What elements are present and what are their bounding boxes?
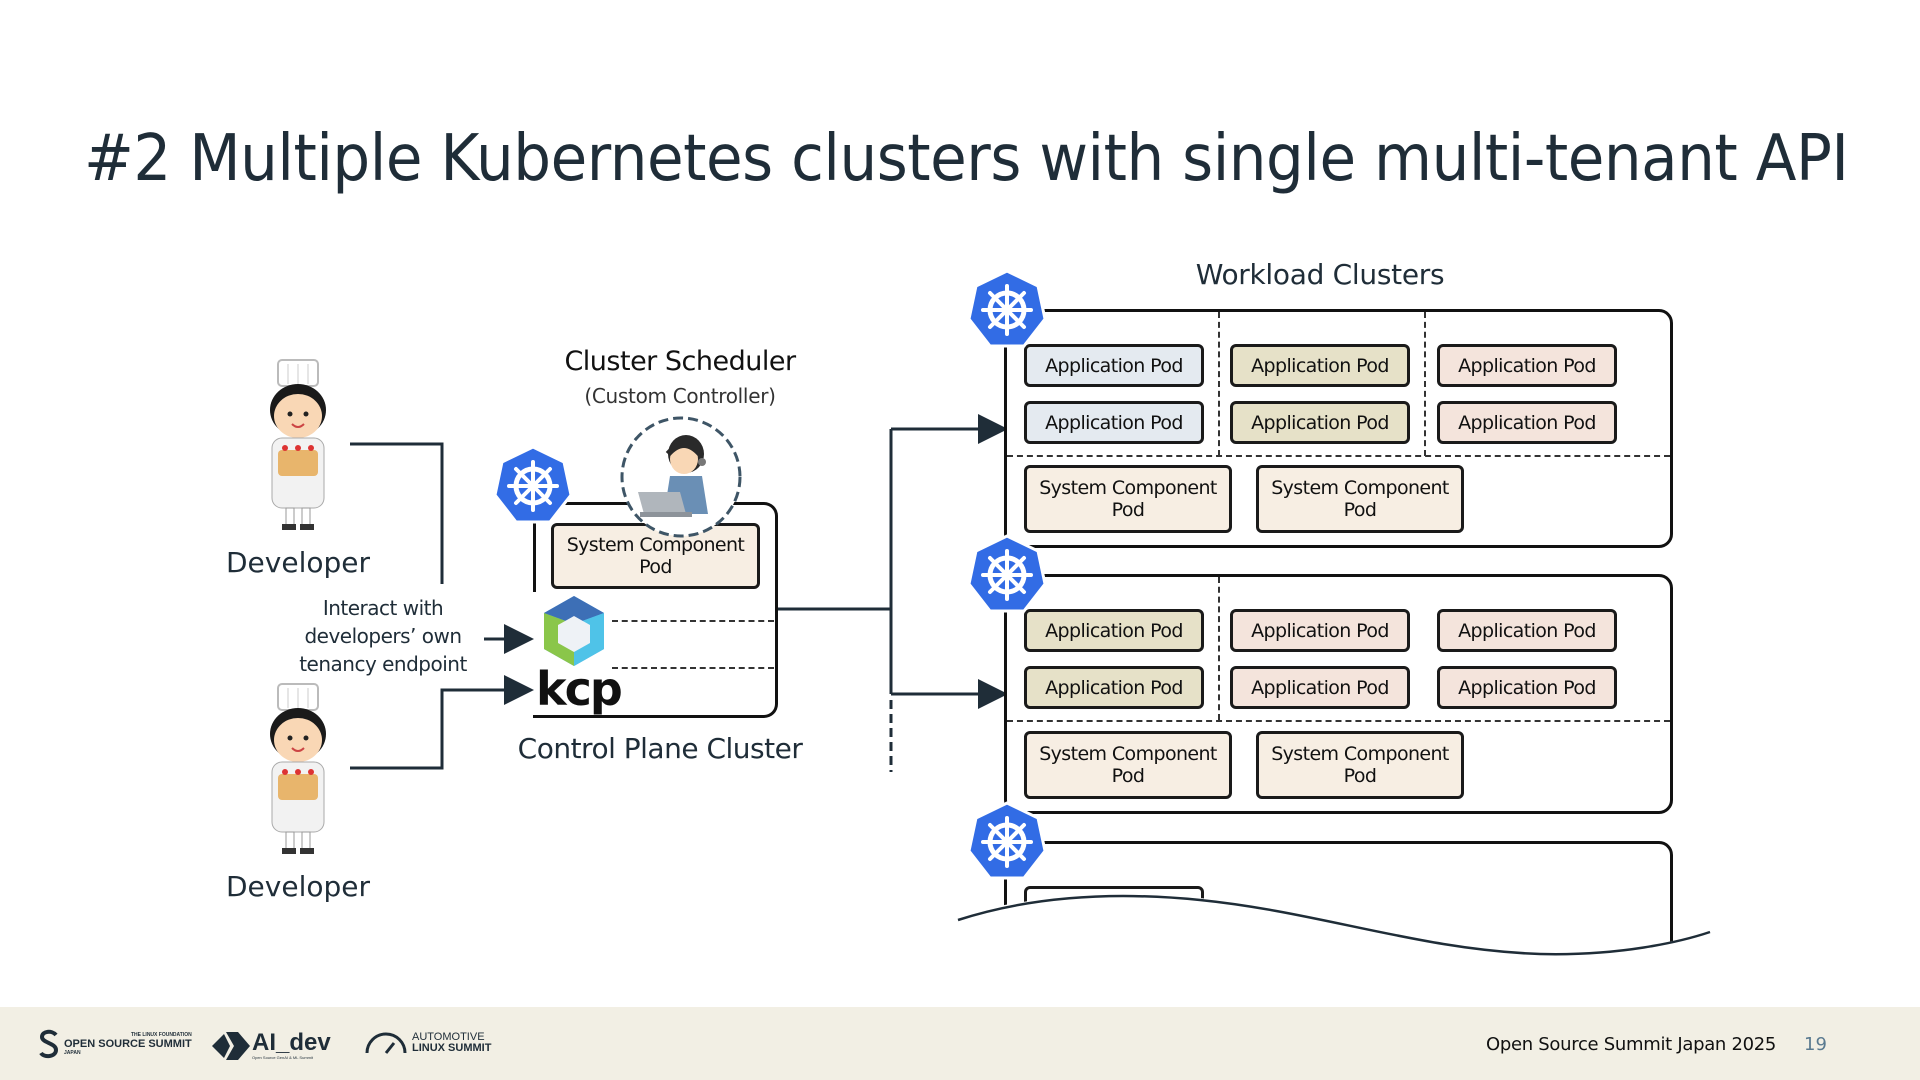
footer: THE LINUX FOUNDATION OPEN SOURCE SUMMIT … [0, 1007, 1920, 1080]
cut-off-wave [940, 894, 1720, 1000]
scheduler-subtitle: (Custom Controller) [584, 384, 776, 408]
slide-title: #2 Multiple Kubernetes clusters with sin… [84, 122, 1849, 196]
ai-dev-icon [212, 1031, 250, 1060]
application-pod: Application Pod [1230, 609, 1410, 652]
ai-dev-text: AI_dev [252, 1029, 331, 1056]
oss-sub: THE LINUX FOUNDATION [130, 1032, 192, 1038]
tenant-divider [1218, 577, 1220, 720]
oss-sub2: JAPAN [64, 1050, 81, 1056]
developer2-connector [350, 675, 534, 770]
application-pod: Application Pod [1437, 344, 1617, 387]
pod-label: Pod [1343, 499, 1377, 521]
pod-label: System Component [1039, 477, 1217, 499]
footer-event-text: Open Source Summit Japan 2025 [1486, 1034, 1777, 1055]
workload-clusters-title: Workload Clusters [1195, 258, 1445, 291]
note-line: Interact with [322, 596, 444, 620]
kcp-logo-icon [544, 596, 604, 666]
kubernetes-icon [967, 534, 1047, 613]
control-plane-left-edge [533, 510, 536, 592]
gauge-icon [365, 1032, 407, 1054]
tenant-divider [1424, 312, 1426, 456]
pod-label: Pod [1111, 499, 1145, 521]
pod-label: System Component [1039, 743, 1217, 765]
interaction-note: Interact with developers’ own tenancy en… [288, 594, 478, 678]
ai-dev-logo: AI_dev Open Source GenAI & ML Summit [212, 1031, 331, 1060]
application-pod: Application Pod [1024, 609, 1204, 652]
note-line: developers’ own [304, 624, 462, 648]
application-pod: Application Pod [1024, 344, 1204, 387]
tenant-divider [1218, 312, 1220, 456]
application-pod: Application Pod [1437, 609, 1617, 652]
pod-label: System Component [1271, 743, 1449, 765]
scheduler-title: Cluster Scheduler [564, 346, 796, 377]
application-pod: Application Pod [1024, 666, 1204, 709]
control-plane-divider [612, 667, 774, 669]
control-plane-divider [612, 620, 774, 622]
scheduler-operator-icon [620, 416, 742, 538]
control-plane-label: Control Plane Cluster [517, 732, 803, 765]
automotive-linux-summit-logo: AUTOMOTIVE LINUX SUMMIT [364, 1031, 491, 1055]
page-number: 19 [1804, 1034, 1827, 1055]
pod-label: Pod [1343, 765, 1377, 787]
als-text2: LINUX SUMMIT [412, 1042, 492, 1054]
pod-label: Pod [1111, 765, 1145, 787]
kubernetes-icon [967, 801, 1047, 880]
developer-chef-icon [270, 683, 326, 854]
developer-chef-icon [270, 359, 326, 530]
pod-label: System Component [566, 534, 745, 556]
application-pod: Application Pod [1230, 666, 1410, 709]
kubernetes-icon [967, 269, 1047, 348]
note-line: tenancy endpoint [299, 652, 467, 676]
pod-label: System Component [1271, 477, 1449, 499]
developer1-connector [350, 442, 444, 584]
oss-s-icon [39, 1029, 59, 1059]
oss-japan-logo: THE LINUX FOUNDATION OPEN SOURCE SUMMIT … [38, 1029, 192, 1059]
application-pod: Application Pod [1437, 401, 1617, 444]
oss-text: OPEN SOURCE SUMMIT [64, 1038, 192, 1050]
ai-dev-sub: Open Source GenAI & ML Summit [252, 1055, 313, 1060]
system-divider [1007, 455, 1670, 457]
application-pod: Application Pod [1230, 401, 1410, 444]
pod-label: Pod [639, 556, 672, 578]
system-divider [1007, 720, 1670, 722]
developer1-label: Developer [225, 546, 370, 579]
application-pod: Application Pod [1230, 344, 1410, 387]
developer2-label: Developer [225, 870, 370, 903]
application-pod: Application Pod [1024, 401, 1204, 444]
kubernetes-icon [493, 445, 573, 524]
application-pod: Application Pod [1437, 666, 1617, 709]
als-text: AUTOMOTIVE [412, 1031, 485, 1043]
kcp-label: kcp [536, 662, 623, 716]
